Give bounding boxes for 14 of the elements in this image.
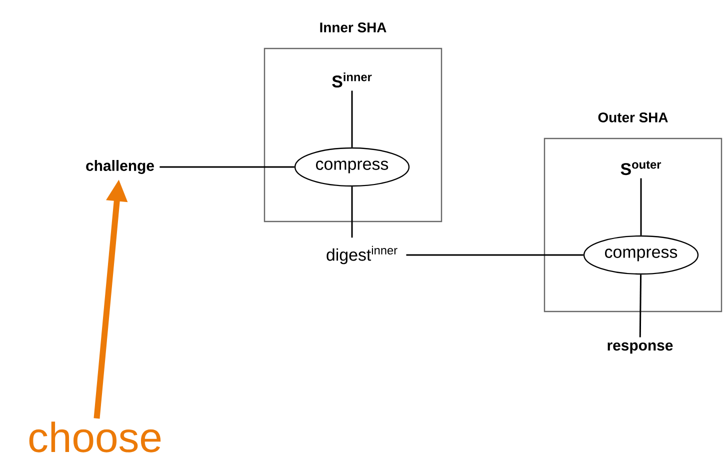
text-label: response [608,342,673,354]
connector-line [160,166,294,168]
connector-line [351,186,353,238]
text-label: digest$^{inner}$ [326,246,398,264]
connector-line [639,274,642,338]
node-label: Inner SHA [320,22,386,32]
input-label: S$^{outer}$ [620,160,662,176]
annotation-label: choose [29,422,161,452]
connector-line [351,90,353,148]
connector-line [406,254,584,256]
connector-line [640,178,642,236]
node-label: Outer SHA [598,112,668,122]
input-label: S$^{inner}$ [332,72,372,88]
text-label: challenge [86,160,154,174]
